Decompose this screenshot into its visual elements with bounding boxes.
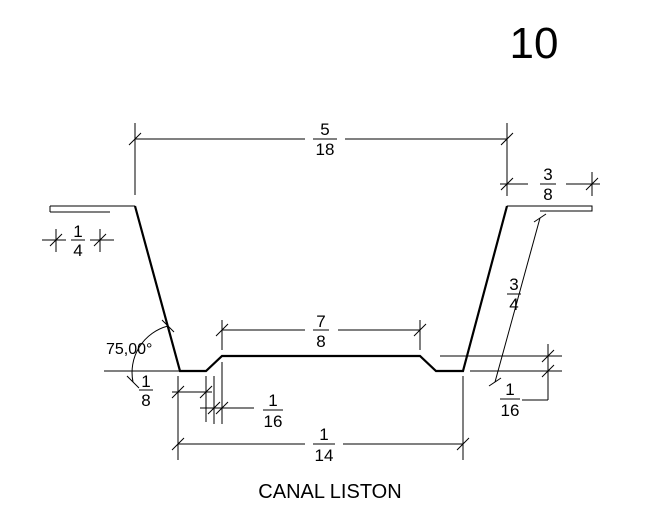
dim-step-height-right-num: 1 — [505, 380, 514, 399]
dim-top-width: 5 18 — [128, 120, 514, 195]
dim-bottom-width-num: 1 — [319, 425, 328, 444]
right-flange — [507, 205, 593, 212]
caption: CANAL LISTON — [258, 481, 401, 503]
dim-bottom-inner: 7 8 — [215, 312, 427, 351]
profile-outline — [133, 205, 509, 373]
dim-flange-left-num: 1 — [73, 222, 82, 241]
dim-bottom-width-den: 14 — [315, 446, 334, 465]
dim-angle: 75,00° — [104, 319, 180, 389]
dim-bottom-width: 1 14 — [171, 376, 470, 465]
dim-step-height-right-den: 16 — [501, 401, 520, 420]
angle-label: 75,00° — [106, 341, 152, 358]
dim-slope-right-den: 4 — [509, 295, 518, 314]
dim-top-width-num: 5 — [320, 120, 329, 139]
dim-bottom-inner-den: 8 — [316, 332, 325, 351]
dim-slope-right-num: 3 — [509, 275, 518, 294]
dim-bottom-step-left-num: 1 — [141, 372, 150, 391]
dim-flange-right: 3 8 — [500, 165, 600, 204]
dim-top-width-den: 18 — [316, 140, 335, 159]
dim-step-height-left-den: 16 — [264, 412, 283, 431]
left-flange — [49, 205, 135, 213]
dim-step-height-left: 1 16 — [200, 362, 283, 431]
dim-step-height-right: 1 16 — [440, 344, 562, 420]
dim-step-height-left-num: 1 — [268, 391, 277, 410]
channel-profile — [49, 205, 593, 373]
dim-flange-right-num: 3 — [543, 165, 552, 184]
dim-bottom-inner-num: 7 — [316, 312, 325, 331]
dim-slope-right: 3 4 — [488, 213, 547, 387]
dim-bottom-step-left-den: 8 — [141, 391, 150, 410]
dim-flange-left-den: 4 — [73, 241, 82, 260]
dim-flange-left: 1 4 — [42, 222, 114, 260]
sheet-number: 10 — [510, 19, 559, 68]
dim-bottom-step-left: 1 8 — [139, 372, 213, 460]
dim-flange-right-den: 8 — [543, 185, 552, 204]
